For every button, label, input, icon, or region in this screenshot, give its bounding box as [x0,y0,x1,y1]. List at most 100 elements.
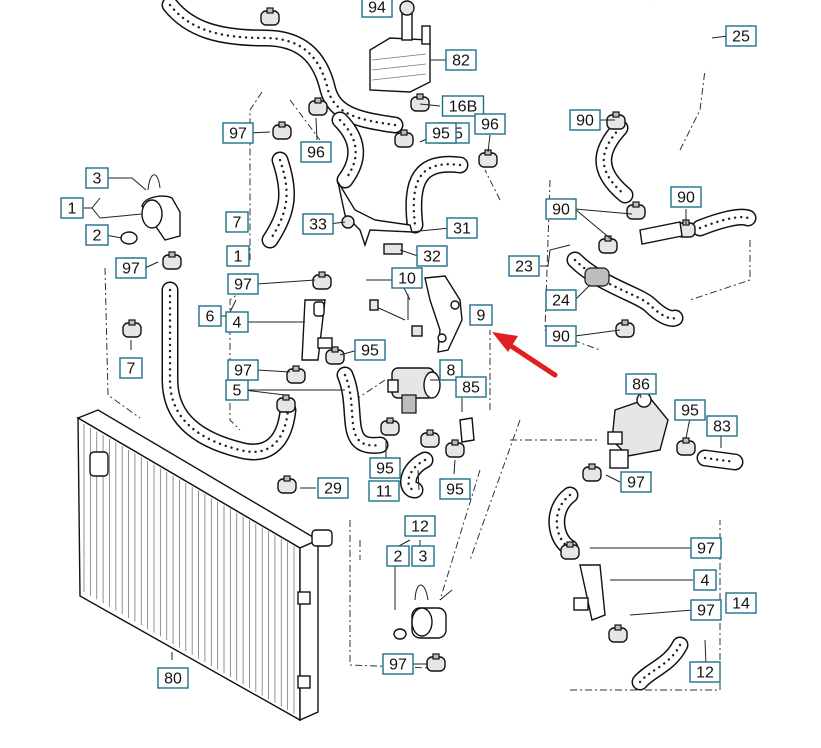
callout-23: 23 [508,255,540,277]
components [120,0,712,672]
callout-12: 12 [689,661,721,683]
callout-95: 95 [674,399,706,421]
callout-33: 33 [302,213,334,235]
callout-number: 1 [68,201,77,218]
callout-10: 10 [391,267,423,289]
callout-number: 97 [122,261,140,278]
callout-97: 97 [227,273,259,295]
callout-31: 31 [446,217,478,239]
callout-number: 16B [449,99,477,116]
callout-number: 95 [361,343,379,360]
callout-number: 86 [632,377,650,394]
callout-number: 80 [164,671,182,688]
callout-96: 96 [300,141,332,163]
callout-number: 3 [419,549,428,566]
callout-95: 95 [425,122,457,144]
callout-96: 96 [474,113,506,135]
callout-90: 90 [670,186,702,208]
coolant-hoses [161,0,757,691]
callout-number: 32 [423,249,441,266]
callout-number: 3 [93,171,102,188]
callout-number: 90 [576,113,594,130]
hose-radiator-lower [161,281,297,461]
callout-number: 31 [453,221,471,238]
callout-4: 4 [693,569,717,591]
hose-31 [331,111,469,234]
callout-number: 1 [234,249,243,266]
callout-number: 29 [324,481,342,498]
radiator [76,409,333,722]
callout-number: 11 [376,484,393,501]
callout-90: 90 [545,198,577,220]
callout-3: 3 [85,167,109,189]
callout-number: 6 [206,309,215,326]
callout-97: 97 [690,537,722,559]
callout-95: 95 [354,339,386,361]
callout-number: 7 [233,215,242,232]
callout-number: 90 [677,190,695,207]
callout-9: 9 [469,304,493,326]
callout-number: 97 [234,277,252,294]
callout-3: 3 [411,545,435,567]
red-arrow [492,332,558,378]
callout-number: 96 [481,117,499,134]
callout-number: 95 [681,403,699,420]
callout-16B: 16B [441,95,485,117]
callout-80: 80 [157,667,189,689]
callout-number: 96 [307,145,325,162]
hose-95-center [336,366,389,454]
thermostat-housing [607,392,669,469]
callout-number: 2 [93,228,102,245]
callout-number: 95 [376,461,394,478]
callout-number: 94 [368,0,386,17]
callout-number: 5 [233,383,242,400]
callout-97: 97 [115,257,147,279]
callout-7: 7 [119,357,143,379]
callout-number: 2 [394,549,403,566]
callout-number: 97 [234,363,252,380]
callout-12: 12 [404,515,436,537]
callout-24: 24 [545,289,577,311]
callout-number: 90 [552,329,570,346]
callout-number: 95 [432,126,450,143]
callout-32: 32 [416,245,448,267]
hose-top-left [161,0,404,134]
callout-1: 1 [60,197,84,219]
callout-number: 97 [229,126,247,143]
callout-number: 25 [732,29,750,46]
callout-number: 33 [309,217,327,234]
callout-number: 7 [127,361,136,378]
callout-97: 97 [382,653,414,675]
callout-97: 97 [690,599,722,621]
callout-82: 82 [445,49,477,71]
callout-number: 82 [452,53,470,70]
callout-97: 97 [227,359,259,381]
callout-86: 86 [625,373,657,395]
callout-1: 1 [226,245,250,267]
hose-11 [400,451,434,499]
oil-cooler [369,0,431,93]
callout-number: 90 [552,202,570,219]
hose-90-upper [595,119,634,204]
callout-29: 29 [317,477,349,499]
callout-4: 4 [225,311,249,333]
callout-14: 14 [725,592,757,614]
callout-number: 23 [515,259,533,276]
callout-97: 97 [620,471,652,493]
callout-number: 97 [389,657,407,674]
hose-90-right [691,208,757,237]
callout-number: 12 [696,665,714,682]
callout-number: 12 [411,519,429,536]
callout-number: 8 [447,363,456,380]
coolant-pump [387,367,441,414]
callout-94: 94 [361,0,393,18]
callout-6: 6 [198,305,222,327]
flange-housing [393,584,453,640]
callout-number: 10 [398,271,416,288]
callout-7: 7 [225,211,249,233]
hose-right-lower [548,449,744,691]
callout-83: 83 [706,415,738,437]
callout-number: 9 [477,308,486,325]
